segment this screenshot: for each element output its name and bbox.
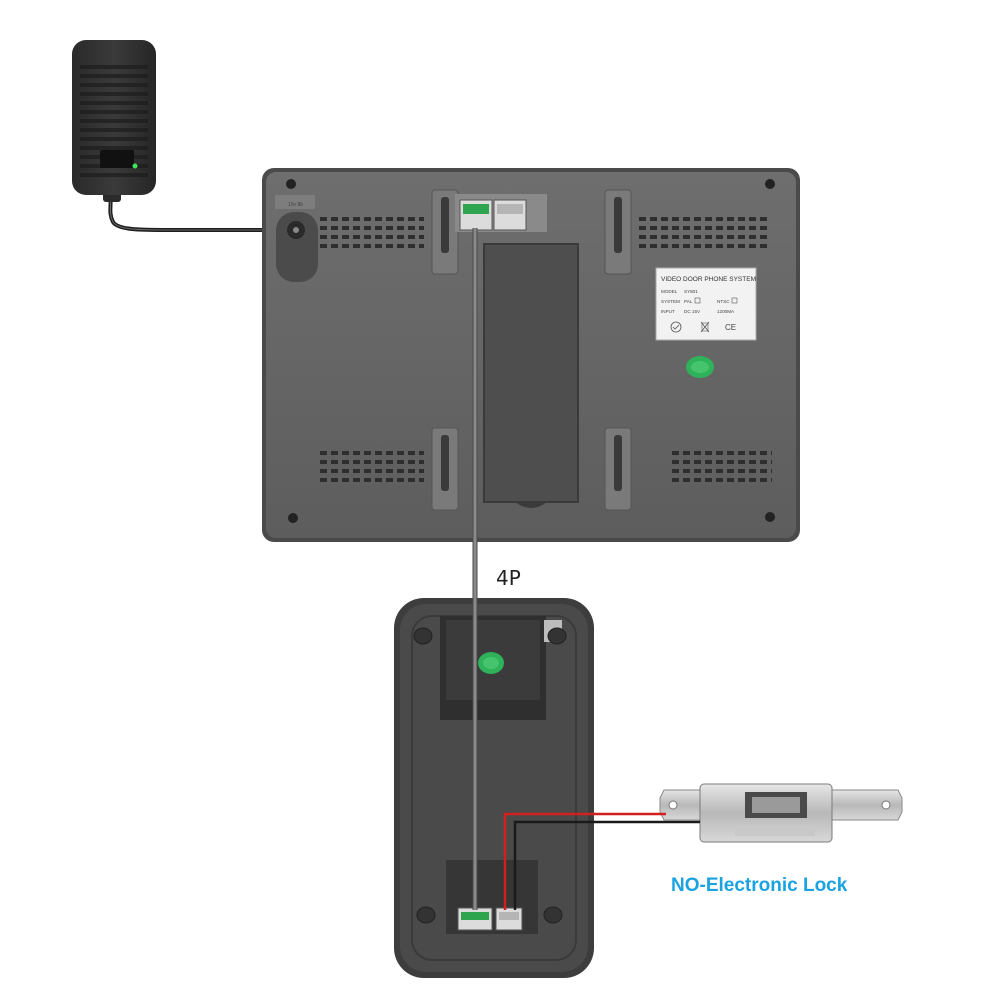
adapter-label-slot xyxy=(100,150,134,168)
checkbox-icon xyxy=(694,297,701,304)
monitor-connector-block xyxy=(455,194,547,232)
vent-grille xyxy=(320,448,424,484)
vent-grille xyxy=(672,448,772,484)
connection-label-4p: 4P xyxy=(496,566,521,590)
power-jack: 15v 8b xyxy=(275,195,318,282)
screw-icon xyxy=(765,179,775,189)
indoor-monitor-back: 15v 8b xyxy=(262,168,800,542)
sticker-model-value: SY801 xyxy=(684,289,698,294)
power-led-icon xyxy=(132,163,138,169)
sticker-title: VIDEO DOOR PHONE SYSTEM xyxy=(661,276,756,283)
sticker-pal-label: PAL xyxy=(684,299,693,304)
screw-icon xyxy=(286,179,296,189)
screw-hole-icon xyxy=(413,627,433,645)
power-adapter xyxy=(72,40,295,232)
screw-hole-icon xyxy=(543,906,563,924)
lock-wire-negative xyxy=(513,820,700,910)
sticker-model-label: MODEL xyxy=(661,289,678,294)
mounting-slot xyxy=(604,189,632,275)
screw-hole-icon xyxy=(416,906,436,924)
sticker-system-label: SYSTEM xyxy=(661,299,680,304)
sticker-ntsc-label: NTSC xyxy=(717,299,730,304)
screw-icon xyxy=(765,512,775,522)
outdoor-camera-unit xyxy=(394,598,594,978)
lock-label: NO-Electronic Lock xyxy=(671,875,848,896)
screw-icon xyxy=(288,513,298,523)
lock-screw-hole-icon xyxy=(881,800,891,810)
sticker-input-value: DC 15V xyxy=(684,309,701,314)
vent-grille xyxy=(320,216,424,252)
mounting-slot xyxy=(431,189,459,275)
screw-hole-icon xyxy=(547,627,567,645)
lock-screw-hole-icon xyxy=(668,800,678,810)
sticker-input-label: INPUT xyxy=(661,309,675,314)
ce-mark-icon: CE xyxy=(725,323,736,332)
mounting-slot xyxy=(431,427,459,511)
sticker-extra-value: 1200MA xyxy=(717,309,735,314)
power-jack-label: 15v 8b xyxy=(288,202,303,208)
mounting-slot xyxy=(604,427,632,511)
monitor-info-sticker: VIDEO DOOR PHONE SYSTEM MODEL SY801 SYST… xyxy=(655,267,757,341)
qc-pass-icon xyxy=(670,321,682,333)
weee-bin-icon xyxy=(700,321,710,333)
lock-wire-positive xyxy=(503,812,666,910)
electronic-lock xyxy=(659,783,903,843)
cable-channel xyxy=(483,243,579,503)
checkbox-icon xyxy=(731,297,738,304)
vent-grille xyxy=(638,216,770,252)
